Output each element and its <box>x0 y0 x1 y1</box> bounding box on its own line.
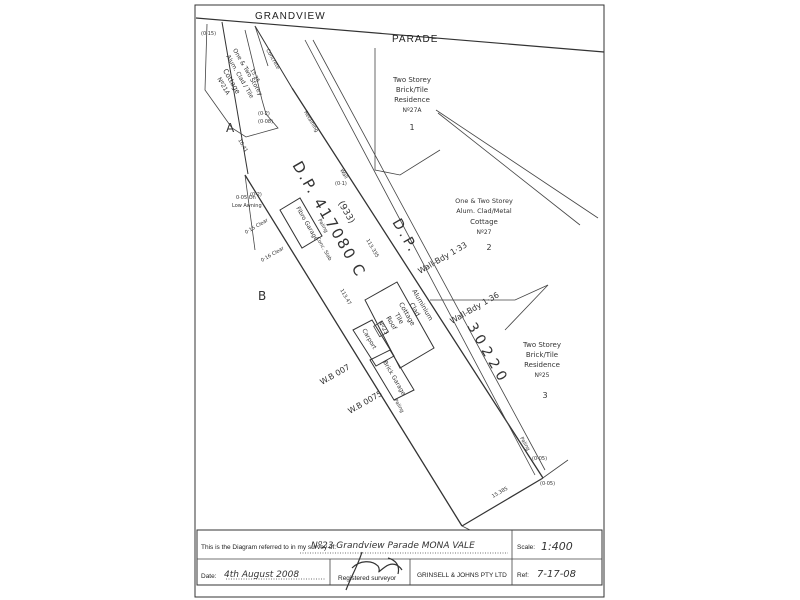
title-block <box>196 529 603 586</box>
offset-5: (0·05) <box>532 456 547 462</box>
neighbour-2-outline <box>430 284 549 301</box>
svg-text:Two Storey: Two Storey <box>522 341 561 349</box>
svg-text:Residence: Residence <box>524 361 560 369</box>
brick-garage-label: Brick Garage <box>381 360 407 397</box>
offset-6: (0·05) <box>540 481 555 487</box>
fence-marker-2: Paling <box>392 398 405 414</box>
distance-3: 113.47 <box>338 288 352 306</box>
ref-label: Ref: <box>517 572 529 579</box>
lot-west-boundary <box>244 174 463 527</box>
neighbour-1-diag <box>435 109 599 219</box>
offset-3: (0·08) <box>258 119 273 125</box>
clear-note-1: 0·05 On <box>236 195 256 201</box>
svg-text:One & Two Storey: One & Two Storey <box>455 197 513 205</box>
surveyor-label: Registered surveyor <box>338 575 397 582</box>
clear-note-2: Low Awning <box>232 203 262 209</box>
svg-text:2: 2 <box>486 243 491 252</box>
svg-text:Nº27: Nº27 <box>477 229 492 236</box>
svg-text:Cottage: Cottage <box>470 218 498 226</box>
fence-marker-3: Paling <box>518 436 531 452</box>
neighbour-3-line <box>504 284 549 331</box>
svg-text:3: 3 <box>542 391 547 400</box>
clear-note-3: 0·15 Clear <box>244 217 270 236</box>
carport-label: Carport <box>360 328 378 352</box>
distance-2: 15.385 <box>491 486 509 500</box>
offset-4: (0·1) <box>335 181 347 187</box>
handle-wall <box>254 25 269 67</box>
brick-garage <box>369 349 415 401</box>
right-ref-1: D.P. <box>389 216 422 257</box>
svg-text:Brick/Tile: Brick/Tile <box>526 351 558 359</box>
ref-value: 7-17-08 <box>537 569 576 580</box>
retaining-marker: Retaining <box>302 110 319 133</box>
wall-marker: Wall <box>338 168 348 180</box>
surveyor-signature <box>345 551 403 591</box>
neighbour-25-label: Two Storey Brick/Tile Residence Nº25 3 <box>522 341 561 400</box>
lot-b-boundary <box>244 174 256 251</box>
scale-label: Scale: <box>517 544 535 551</box>
distance-5: 10.41 <box>236 138 248 153</box>
svg-text:1: 1 <box>409 123 414 132</box>
sheet-border <box>194 4 605 598</box>
svg-text:Two Storey: Two Storey <box>392 76 431 84</box>
date-label: Date: <box>201 573 217 580</box>
right-fence <box>304 39 536 476</box>
street-name-2: PARADE <box>392 34 438 45</box>
subject-cottage <box>364 281 435 369</box>
street-boundary <box>195 17 605 53</box>
date-value: 4th August 2008 <box>224 570 299 580</box>
neighbour-27-label: One & Two Storey Alum. Clad/Metal Cottag… <box>455 197 513 252</box>
access-handle <box>221 21 249 175</box>
lot-east-boundary <box>291 87 544 479</box>
concrete-marker: Concrete <box>264 48 280 71</box>
distance-1: 113.335 <box>364 238 380 259</box>
neighbour-1-outline <box>374 48 441 176</box>
lot-rear-boundary <box>461 477 544 527</box>
svg-text:Nº27A: Nº27A <box>402 107 422 114</box>
lot-a-outline <box>204 23 279 138</box>
svg-text:Nº25: Nº25 <box>535 372 550 379</box>
lower-right-line <box>539 459 569 481</box>
survey-address: Nº23 Grandview Parade MONA VALE <box>311 541 475 551</box>
clear-note-4: 0·16 Clear <box>260 245 286 264</box>
offset-1: (0·15) <box>201 31 216 37</box>
lower-line <box>461 525 471 531</box>
lot-a-edge <box>244 29 263 101</box>
svg-text:Brick/Tile: Brick/Tile <box>396 86 428 94</box>
lot-b-label: B <box>258 289 266 303</box>
access-handle-east <box>254 25 293 89</box>
svg-text:Residence: Residence <box>394 96 430 104</box>
neighbour-27a-label: Two Storey Brick/Tile Residence Nº27A 1 <box>392 76 431 132</box>
offset-7: (0·2) <box>250 192 262 198</box>
entry-steps <box>373 320 389 338</box>
street-name-1: GRANDVIEW <box>255 11 326 22</box>
offset-2: (0·2) <box>258 111 270 117</box>
scale-value: 1:400 <box>541 540 573 553</box>
svg-text:Alum. Clad/Metal: Alum. Clad/Metal <box>456 207 512 215</box>
wall-note-2: Wall-Bdy 1·36 <box>449 290 501 325</box>
survey-statement: This is the Diagram referred to in my su… <box>201 544 336 551</box>
fibro-garage <box>279 197 323 249</box>
neighbour-1-diag-2 <box>437 112 581 226</box>
wb-note-2: W.B 0075 <box>347 389 384 416</box>
firm-name: GRINSELL & JOHNS PTY LTD <box>417 572 507 579</box>
right-fence-2 <box>312 39 546 471</box>
slab-label: Conc. Slab <box>314 236 332 262</box>
wb-note-1: W.B 007 <box>319 363 352 387</box>
lot-a-label: A <box>226 121 235 135</box>
